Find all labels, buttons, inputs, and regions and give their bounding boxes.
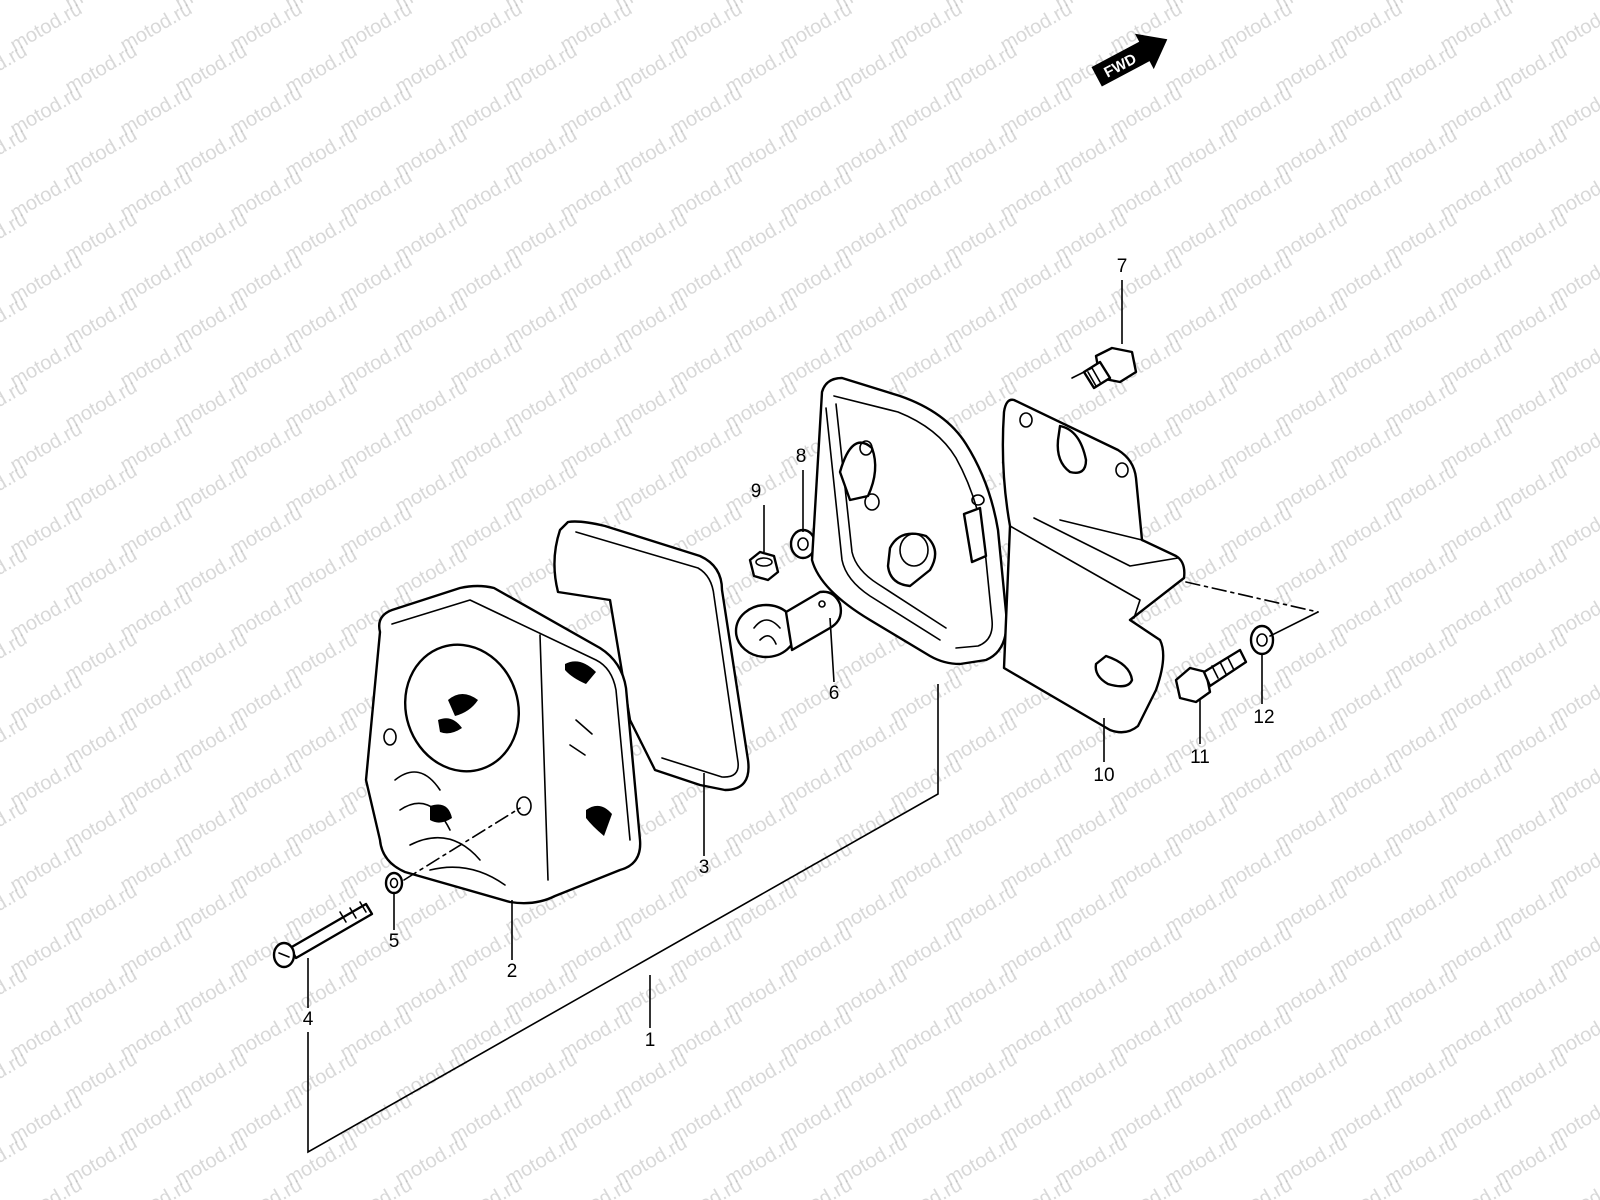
watermark-text: motod.ru — [117, 1174, 196, 1200]
watermark-text: motod.ru — [557, 1174, 636, 1200]
watermark-text: motod.ru — [447, 1174, 526, 1200]
callout-1: 1 — [645, 1030, 656, 1051]
watermark-text: motod.ru — [777, 1174, 856, 1200]
callout-7: 7 — [1117, 256, 1128, 277]
watermark-text: motod.ru — [0, 0, 31, 14]
part-11-bolt — [1174, 648, 1248, 704]
part-4-screw — [272, 901, 374, 969]
part-12-washer — [1249, 624, 1275, 656]
watermark-text: motod.ru — [227, 1174, 306, 1200]
callout-8: 8 — [796, 446, 807, 467]
watermark-text: motod.ru — [1547, 1174, 1600, 1200]
watermark-text: motod.ru — [667, 1174, 746, 1200]
part-10-bracket — [1001, 398, 1186, 734]
callout-11: 11 — [1190, 747, 1210, 768]
watermark-text: motod.ru — [1217, 1174, 1296, 1200]
fwd-arrow-icon — [1091, 33, 1168, 87]
callout-4: 4 — [303, 1009, 314, 1030]
callout-9: 9 — [751, 481, 762, 502]
callout-10: 10 — [1093, 765, 1114, 786]
watermark-text: motod.ru — [997, 1174, 1076, 1200]
callout-labels: 1 2 3 4 5 6 7 8 9 10 11 12 — [303, 256, 1275, 1051]
callout-2: 2 — [507, 961, 518, 982]
callout-5: 5 — [389, 931, 400, 952]
part-5-washer — [384, 871, 404, 895]
watermark-text: motod.ru — [887, 1174, 966, 1200]
callout-3: 3 — [699, 857, 710, 878]
watermark-text: motod.ru — [1437, 1174, 1516, 1200]
leader-lines — [307, 280, 1263, 1154]
part-3-gasket — [553, 520, 750, 792]
watermark-text: motod.ru — [7, 1174, 86, 1200]
watermark-text: motod.ru — [1107, 1174, 1186, 1200]
part-2-lens — [364, 584, 642, 905]
watermark-text: motod.ru — [1327, 1174, 1406, 1200]
callout-6: 6 — [829, 683, 840, 704]
watermark-text: motod.ru — [337, 1174, 416, 1200]
callout-12: 12 — [1253, 707, 1274, 728]
part-6-bulb — [734, 590, 843, 659]
part-1-housing — [810, 376, 1008, 666]
part-9-nut — [748, 550, 780, 582]
assembly-guide-lines — [403, 367, 1319, 881]
